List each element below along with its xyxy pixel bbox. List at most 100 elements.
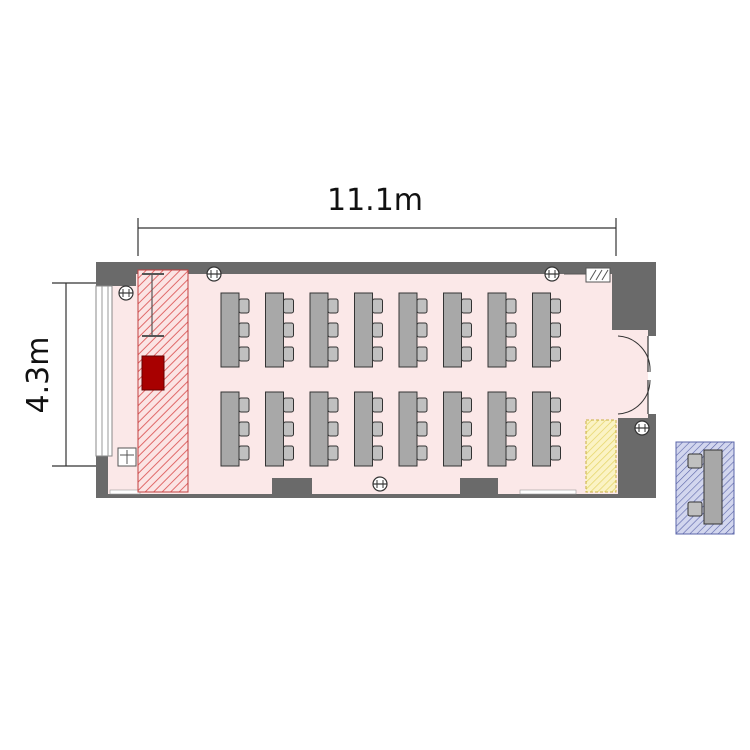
chair [283,346,294,362]
chair [283,421,294,437]
window-bottom-left [109,489,141,495]
outlet-icon [206,266,222,282]
chair [505,298,517,314]
table [532,391,551,467]
stage-area [137,269,189,493]
desk-unit [443,292,472,368]
desk-unit [220,292,250,368]
chair [238,421,250,437]
outlets [118,266,650,492]
outlet-icon [544,266,560,282]
table [220,391,240,467]
chair [283,445,294,461]
chair [238,346,250,362]
desk-unit [398,292,428,368]
equipment-icon [117,447,137,467]
chair [505,322,517,338]
chair [238,397,250,413]
cabinet [585,419,617,493]
chair [505,421,517,437]
wall-pillar-top-left [108,274,136,286]
chair [461,421,472,437]
door-swing-bottom [617,379,651,415]
window-bottom-right [519,489,577,495]
table [354,391,373,467]
desk-unit [487,292,517,368]
wall-pillar-bottom-1 [272,478,312,494]
chair [238,322,250,338]
wall-pillar-top-right [612,262,656,330]
door-swing-top [617,335,651,373]
depth-dimension: 4.3m [21,282,100,467]
chair [327,421,339,437]
desk-unit [532,292,561,368]
chair [461,397,472,413]
wall-pillar-bottom-2 [460,478,498,494]
chair [416,445,428,461]
switch-panel-icon [564,267,611,283]
chair [416,298,428,314]
chair [283,298,294,314]
table [443,391,462,467]
legend-chair [687,453,703,469]
chair [550,322,561,338]
desk-unit [265,292,294,368]
chair [372,421,383,437]
chair [461,298,472,314]
chair [416,421,428,437]
chair [372,397,383,413]
chair [372,445,383,461]
depth-label: 4.3m [21,337,56,414]
legend-chair [687,501,703,517]
window-left [95,285,113,457]
chair [505,445,517,461]
chair [505,397,517,413]
table [398,292,418,368]
outlet-icon [634,420,650,436]
desk-unit [309,391,339,467]
chair [238,445,250,461]
table [354,292,373,368]
chair [327,346,339,362]
chair [550,445,561,461]
chair [416,397,428,413]
chair [238,298,250,314]
table [265,292,284,368]
chair [372,322,383,338]
chair [461,445,472,461]
chair [327,298,339,314]
width-dimension: 11.1m [137,183,617,256]
desk-unit [354,292,383,368]
table [532,292,551,368]
table [487,391,507,467]
chair [505,346,517,362]
chair [416,346,428,362]
legend-table [703,449,723,525]
desk-unit [532,391,561,467]
chair [550,346,561,362]
chair [416,322,428,338]
desk-unit [220,391,250,467]
chair [327,445,339,461]
chair [550,397,561,413]
desk-unit [309,292,339,368]
outlet-icon [118,285,134,301]
table [309,292,329,368]
chair [550,421,561,437]
width-label: 11.1m [327,183,423,218]
chair [327,397,339,413]
table [443,292,462,368]
chair [283,322,294,338]
table [220,292,240,368]
outlet-icon [372,476,388,492]
desk-unit [265,391,294,467]
desk-unit [398,391,428,467]
chair [461,322,472,338]
legend-desk-sample [675,441,735,535]
table [398,391,418,467]
table [309,391,329,467]
seating-area [220,292,561,467]
chair [283,397,294,413]
chair [550,298,561,314]
